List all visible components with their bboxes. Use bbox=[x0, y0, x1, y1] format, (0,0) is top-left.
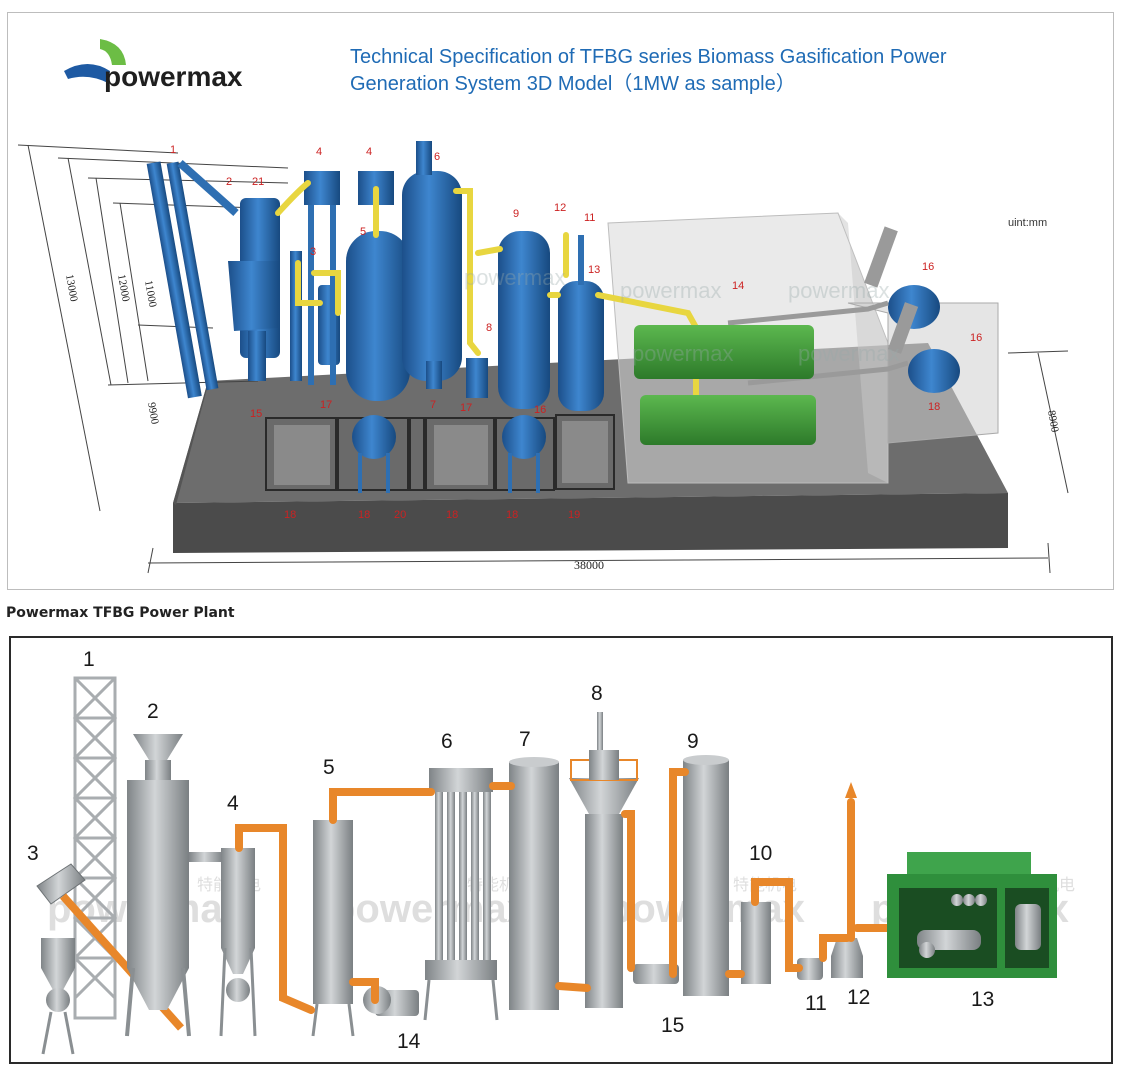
figure-caption: Powermax TFBG Power Plant bbox=[6, 605, 235, 621]
label-16b: 16 bbox=[970, 332, 982, 344]
label-16c: 16 bbox=[534, 404, 546, 416]
label-11: 11 bbox=[584, 212, 595, 224]
label-4b: 4 bbox=[366, 146, 372, 158]
label-18e: 18 bbox=[928, 401, 940, 413]
label-8: 8 bbox=[591, 682, 603, 705]
dimension-height-c: 11000 bbox=[142, 279, 159, 308]
lattice-tower bbox=[72, 676, 118, 1020]
label-1: 1 bbox=[83, 648, 95, 671]
brand-text: powermax bbox=[104, 61, 243, 92]
scrubber-tower-7 bbox=[509, 757, 559, 1010]
label-16a: 16 bbox=[922, 261, 934, 273]
cyclone bbox=[219, 848, 257, 1037]
label-1: 1 bbox=[170, 144, 176, 156]
equipment-labels: 1 2 21 3 4 4 5 6 7 8 9 11 12 13 14 15 16… bbox=[170, 144, 982, 521]
label-21: 21 bbox=[252, 176, 264, 188]
powermax-logo: powermax bbox=[64, 39, 243, 92]
label-17a: 17 bbox=[320, 399, 332, 411]
label-10: 10 bbox=[749, 842, 772, 865]
circulation-pump bbox=[633, 964, 679, 984]
exhaust-arrow bbox=[845, 782, 857, 798]
label-6: 6 bbox=[434, 151, 440, 163]
title-line-2: Generation System 3D Model（1MW as sample… bbox=[350, 72, 796, 95]
label-12: 12 bbox=[847, 986, 870, 1009]
label-2: 2 bbox=[226, 176, 232, 188]
scrubber-tower-9 bbox=[683, 755, 729, 996]
filter-bank bbox=[423, 768, 499, 1021]
label-12: 12 bbox=[554, 202, 566, 214]
svg-text:powermax: powermax bbox=[331, 887, 529, 931]
label-4a: 4 bbox=[316, 146, 322, 158]
power-plant-diagram-panel: powermax powermax powermax powermax 特能机电… bbox=[9, 636, 1113, 1064]
svg-text:powermax: powermax bbox=[632, 341, 733, 366]
dimension-height-a: 13000 bbox=[63, 273, 80, 303]
svg-text:powermax: powermax bbox=[798, 341, 899, 366]
gasifier-equipment bbox=[146, 141, 960, 493]
svg-text:powermax: powermax bbox=[788, 278, 889, 303]
label-19: 19 bbox=[568, 509, 580, 521]
label-7: 7 bbox=[430, 399, 436, 411]
gas-engines bbox=[634, 325, 816, 445]
cooling-column bbox=[311, 820, 355, 1037]
small-vessels bbox=[797, 938, 863, 980]
unit-note: uint:mm bbox=[1008, 217, 1047, 229]
label-9: 9 bbox=[513, 208, 519, 220]
separator-tank bbox=[741, 902, 771, 984]
label-13: 13 bbox=[588, 264, 600, 276]
label-13: 13 bbox=[971, 988, 994, 1011]
label-8: 8 bbox=[486, 322, 492, 334]
label-14: 14 bbox=[397, 1030, 421, 1053]
dimension-length: 38000 bbox=[574, 558, 604, 572]
svg-text:powermax: powermax bbox=[620, 278, 721, 303]
label-7: 7 bbox=[519, 728, 531, 751]
label-20: 20 bbox=[394, 509, 406, 521]
system-3d-model-panel: powermax Technical Specification of TFBG… bbox=[7, 12, 1114, 590]
gasifier bbox=[125, 734, 223, 1037]
label-9: 9 bbox=[687, 730, 699, 753]
dimension-depth-right: 8900 bbox=[1045, 409, 1061, 433]
scrubber-tower-8 bbox=[569, 712, 639, 1008]
label-15: 15 bbox=[661, 1014, 684, 1037]
label-6: 6 bbox=[441, 730, 453, 753]
generator-set bbox=[887, 852, 1057, 978]
dimension-height-b: 12000 bbox=[115, 273, 132, 303]
watermarks: powermax powermax powermax powermax powe… bbox=[464, 265, 899, 366]
dimension-depth-left: 9900 bbox=[145, 401, 161, 425]
svg-text:powermax: powermax bbox=[464, 265, 565, 290]
label-3: 3 bbox=[310, 246, 316, 258]
gas-pipes bbox=[235, 768, 893, 1014]
label-18c: 18 bbox=[446, 509, 458, 521]
label-18b: 18 bbox=[358, 509, 370, 521]
title-line-1: Technical Specification of TFBG series B… bbox=[350, 46, 947, 68]
label-2: 2 bbox=[147, 700, 159, 723]
label-18d: 18 bbox=[506, 509, 518, 521]
label-4: 4 bbox=[227, 792, 239, 815]
label-5: 5 bbox=[323, 756, 335, 779]
equipment-labels: 1 2 3 4 5 6 7 8 9 10 11 12 13 14 15 bbox=[27, 648, 994, 1053]
label-11: 11 bbox=[805, 992, 827, 1015]
label-17b: 17 bbox=[460, 402, 472, 414]
label-3: 3 bbox=[27, 842, 39, 865]
label-5: 5 bbox=[360, 226, 366, 238]
label-14: 14 bbox=[732, 280, 744, 292]
label-15: 15 bbox=[250, 408, 262, 420]
label-18a: 18 bbox=[284, 509, 296, 521]
